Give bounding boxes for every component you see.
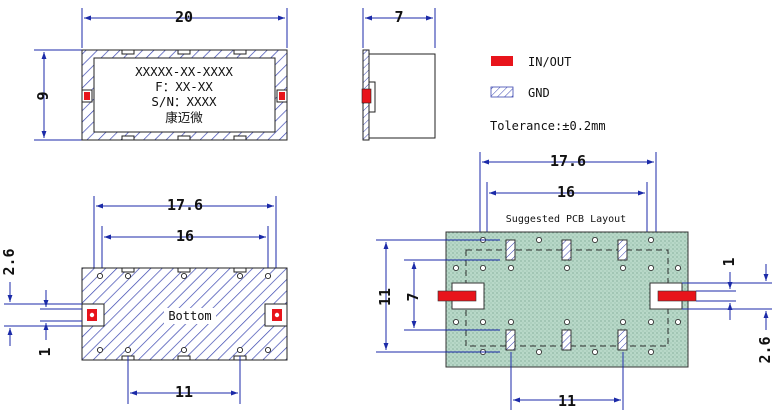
side-view: 7 (361, 8, 436, 141)
top-side-pins (81, 89, 288, 103)
pcb-inner-dim: 16 (557, 183, 575, 201)
bottom-pad-gap-dim: 11 (175, 383, 193, 401)
marking-brand: 康迈微 (165, 110, 203, 125)
bottom-gnd-holes (96, 272, 272, 354)
pcb-gnd-pads (505, 239, 628, 351)
pcb-height-dim: 11 (376, 288, 394, 306)
pcb-io-pads (437, 282, 697, 310)
top-view: 20 9 XXXXX-XX-XXXX F：XX-XX S/N：XXXX 康迈微 (34, 8, 288, 141)
bottom-view: 17.6 16 Bottom 2.6 (0, 196, 288, 404)
marking-part-number: XXXXX-XX-XXXX (135, 64, 233, 79)
top-height-dim: 9 (34, 91, 52, 100)
marking-serial: S/N：XXXX (151, 94, 217, 109)
top-notches (121, 49, 247, 141)
in-out-legend-label: IN/OUT (528, 55, 571, 69)
bottom-left-upper-dim: 2.6 (0, 248, 18, 275)
pcb-inner-height-dim: 7 (404, 292, 422, 301)
pcb-right-lower-dim: 2.6 (756, 336, 774, 363)
pcb-layout: 17.6 16 Suggested PCB Layout (376, 152, 774, 410)
side-pin (361, 88, 372, 104)
top-label-window (93, 57, 276, 133)
side-thickness-dim: 7 (394, 8, 403, 26)
tolerance-note: Tolerance:±0.2mm (490, 119, 606, 133)
pcb-right-upper-dim: 1 (720, 257, 738, 266)
gnd-swatch (490, 86, 514, 98)
bottom-io-pads (81, 303, 288, 327)
bottom-center-label: Bottom (168, 309, 211, 323)
pcb-layout-title: Suggested PCB Layout (506, 214, 626, 225)
pcb-vias (452, 236, 682, 356)
marking-frequency: F：XX-XX (155, 79, 213, 94)
bottom-left-lower-dim: 1 (36, 347, 54, 356)
gnd-legend-label: GND (528, 86, 550, 100)
legend: IN/OUT GND Tolerance:±0.2mm (490, 55, 606, 133)
top-width-dim: 20 (175, 8, 193, 26)
bottom-outer-dim: 17.6 (167, 196, 203, 214)
pcb-outer-dim: 17.6 (550, 152, 586, 170)
side-body (368, 53, 436, 139)
pcb-bottom-dim: 11 (558, 392, 576, 410)
in-out-swatch (491, 56, 513, 66)
bottom-inner-dim: 16 (176, 227, 194, 245)
